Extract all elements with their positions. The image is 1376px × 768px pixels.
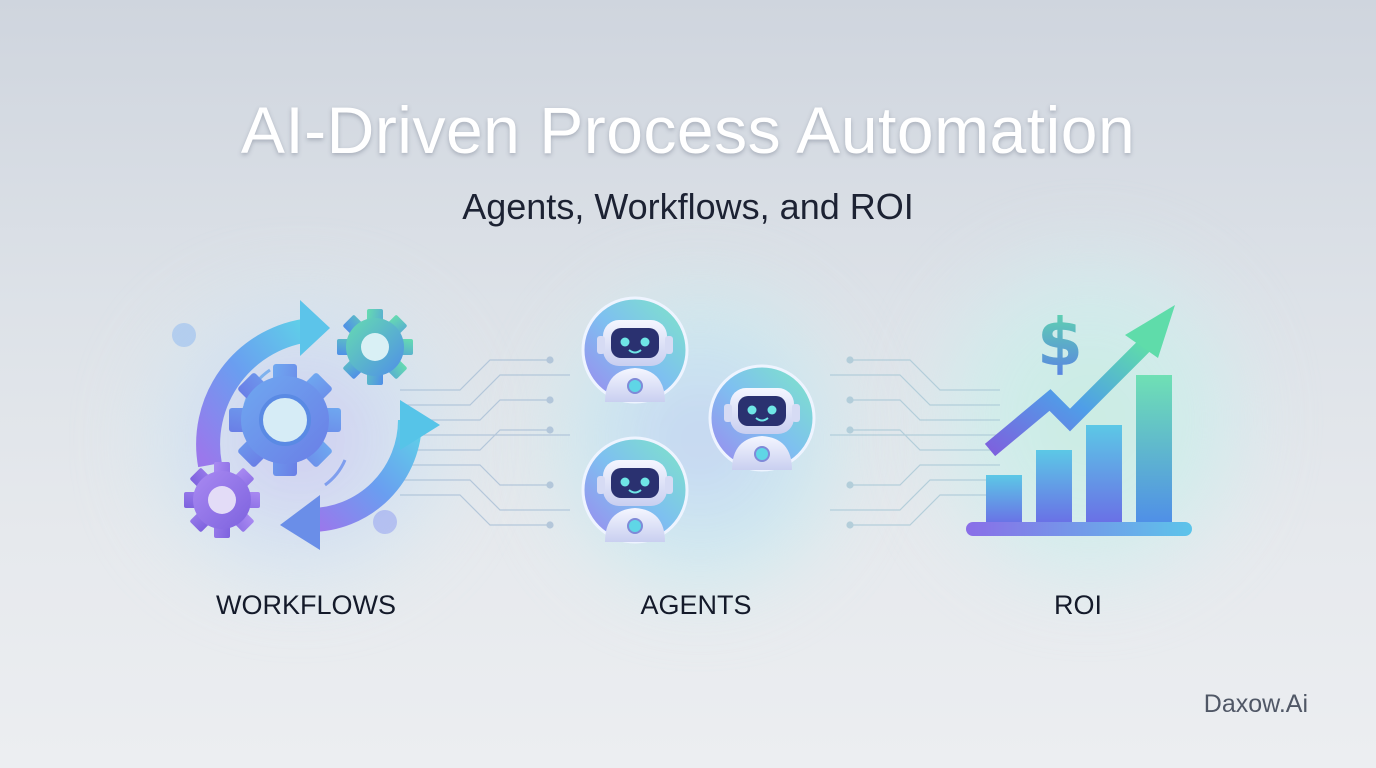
page-title: AI-Driven Process Automation — [240, 93, 1136, 167]
circuit-lines-left-icon — [400, 356, 570, 529]
page-subtitle: Agents, Workflows, and ROI — [462, 186, 914, 227]
brand-logo-text: Daxow.Ai — [1203, 690, 1308, 718]
circuit-lines-right-icon — [830, 356, 1000, 529]
svg-text:$: $ — [1037, 304, 1083, 381]
section-label-workflows: WORKFLOWS — [216, 590, 396, 620]
section-label-agents: AGENTS — [640, 590, 752, 620]
growth-chart-dollar-icon: $ — [966, 304, 1192, 536]
robot-agents-icon — [581, 296, 816, 544]
gears-cycle-icon — [172, 300, 440, 550]
section-label-roi: ROI — [1053, 590, 1102, 620]
